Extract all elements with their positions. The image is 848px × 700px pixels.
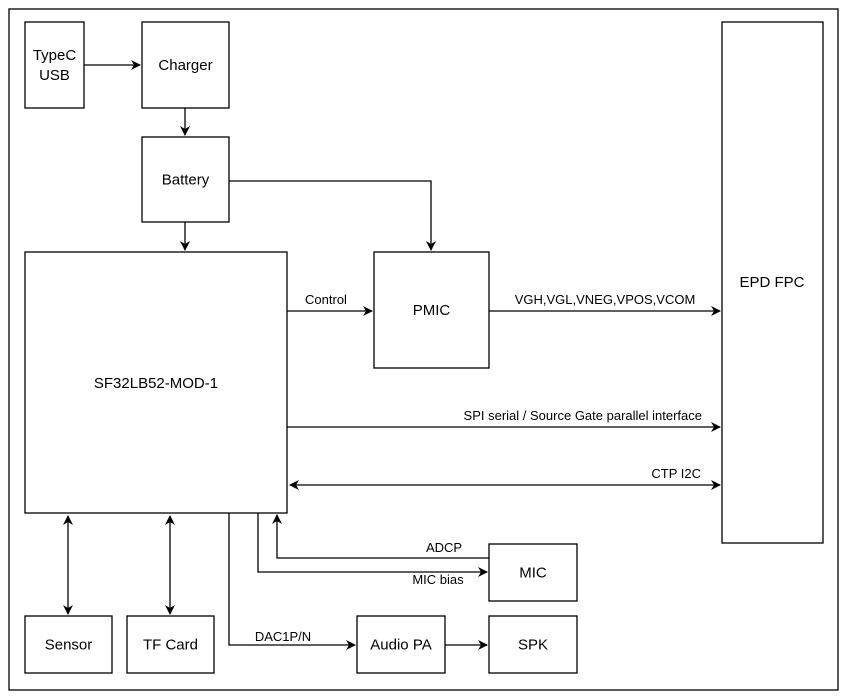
block-label: Audio PA [370,637,431,654]
block-audiopa: Audio PA [356,615,446,674]
edge-label: MIC bias [412,572,464,587]
edge-label: VGH,VGL,VNEG,VPOS,VCOM [515,292,696,307]
block-pmic: PMIC [373,251,490,369]
edge-control: Control [287,292,373,316]
edge-dac: DAC1P/N [228,513,356,650]
edge-adcp: ADCP [272,514,489,559]
edge-power-rails: VGH,VGL,VNEG,VPOS,VCOM [489,292,721,316]
outer-frame [8,8,839,691]
edge-spi: SPI serial / Source Gate parallel interf… [287,408,721,432]
edge-label: Control [305,292,347,307]
block-label: TF Card [143,637,198,654]
block-label: EPD FPC [739,274,804,291]
block-label: SPK [518,637,548,654]
block-mcu: SF32LB52-MOD-1 [24,251,288,514]
block-label: Sensor [45,637,93,654]
block-spk: SPK [488,615,578,674]
block-label: Battery [162,172,210,189]
block-epd: EPD FPC [721,21,824,544]
block-label: MIC [519,565,547,582]
edge-label: ADCP [426,540,462,555]
edge-label: DAC1P/N [255,629,311,644]
block-battery: Battery [141,136,230,223]
edge-label: SPI serial / Source Gate parallel interf… [464,408,702,423]
block-sensor: Sensor [24,615,113,674]
block-label: Charger [158,57,212,74]
block-label: PMIC [413,302,451,319]
block-tfcard: TF Card [126,615,215,674]
edge-ctp-i2c: CTP I2C [289,466,721,490]
block-label: USB [39,67,70,84]
edge-battery-to-pmic [229,180,436,251]
block-label: TypeC [33,47,77,64]
edge-mic-bias: MIC bias [257,513,488,587]
block-typec: TypeC USB [24,21,85,109]
block-mic: MIC [488,543,578,602]
block-label: SF32LB52-MOD-1 [94,375,218,392]
block-charger: Charger [141,21,230,109]
edge-label: CTP I2C [651,466,701,481]
